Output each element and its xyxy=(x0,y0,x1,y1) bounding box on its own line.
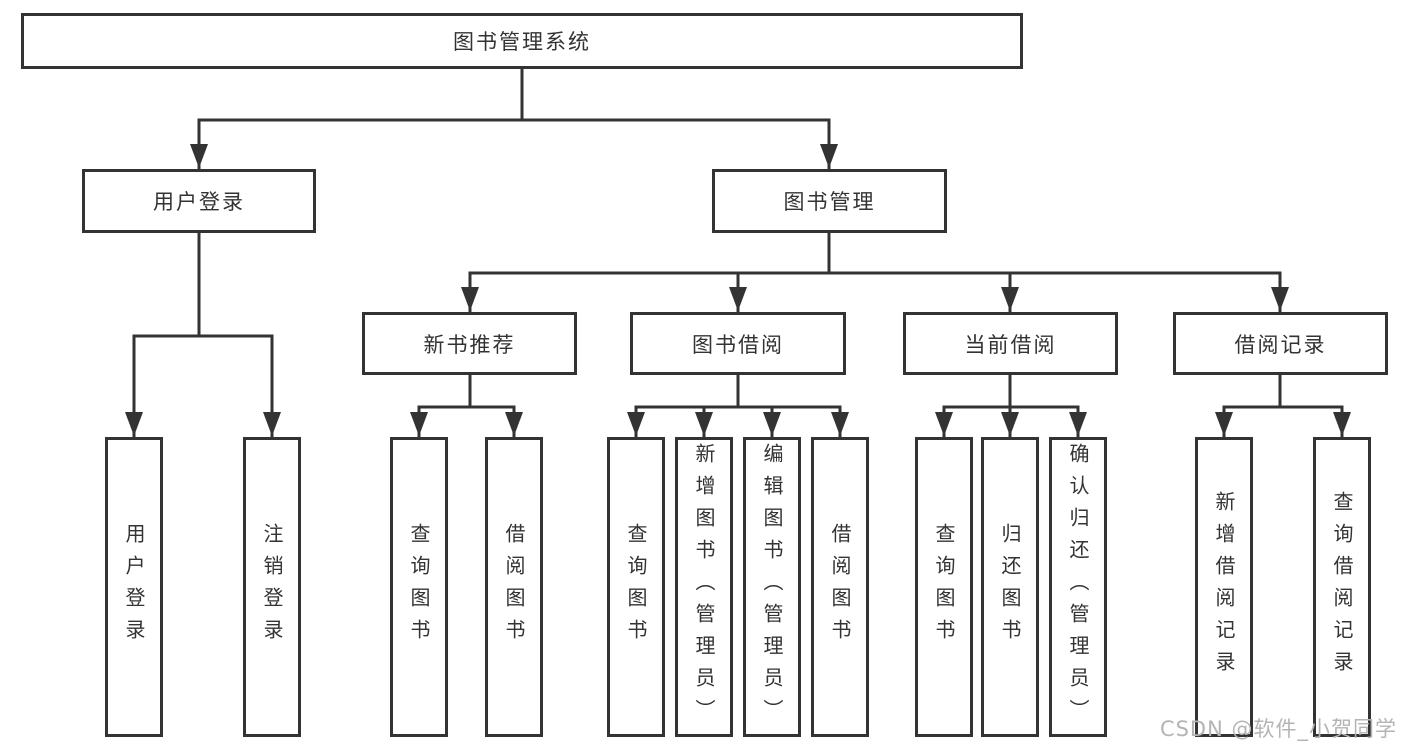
leaf-record-query-borrow-record: 查询借阅记录 xyxy=(1313,437,1371,737)
leaf-current-query-book: 查询图书 xyxy=(915,437,973,737)
leaf-current-return-book: 归还图书 xyxy=(981,437,1039,737)
leaf-record-add-borrow-record: 新增借阅记录 xyxy=(1195,437,1253,737)
leaf-borrow-edit-book-admin: 编辑图书（管理员） xyxy=(743,437,801,737)
arrowheads xyxy=(125,144,1351,436)
leaf-logout: 注销登录 xyxy=(243,437,301,737)
node-user-login: 用户登录 xyxy=(82,169,316,233)
node-new-book-recommend: 新书推荐 xyxy=(362,312,577,375)
connector-login-to-leaves xyxy=(132,231,274,439)
node-library-management-system: 图书管理系统 xyxy=(21,13,1023,69)
connector-mgmt-to-level3 xyxy=(468,231,1282,314)
leaf-borrow-borrow-book: 借阅图书 xyxy=(811,437,869,737)
leaf-current-confirm-return-admin: 确认归还（管理员） xyxy=(1049,437,1107,737)
leaf-user-login: 用户登录 xyxy=(105,437,163,737)
leaf-borrow-add-book-admin: 新增图书（管理员） xyxy=(675,437,733,737)
leaf-recommend-borrow-book: 借阅图书 xyxy=(485,437,543,737)
node-book-management: 图书管理 xyxy=(712,169,947,233)
connector-level3-to-leaves xyxy=(417,373,1344,439)
leaf-borrow-query-book: 查询图书 xyxy=(607,437,665,737)
leaf-recommend-query-book: 查询图书 xyxy=(390,437,448,737)
csdn-watermark: CSDN @软件_小贺同学 xyxy=(1159,717,1397,741)
node-book-borrow: 图书借阅 xyxy=(630,312,846,375)
node-borrow-record: 借阅记录 xyxy=(1173,312,1388,375)
node-current-borrow: 当前借阅 xyxy=(903,312,1118,375)
connector-root-to-level2 xyxy=(197,67,831,171)
